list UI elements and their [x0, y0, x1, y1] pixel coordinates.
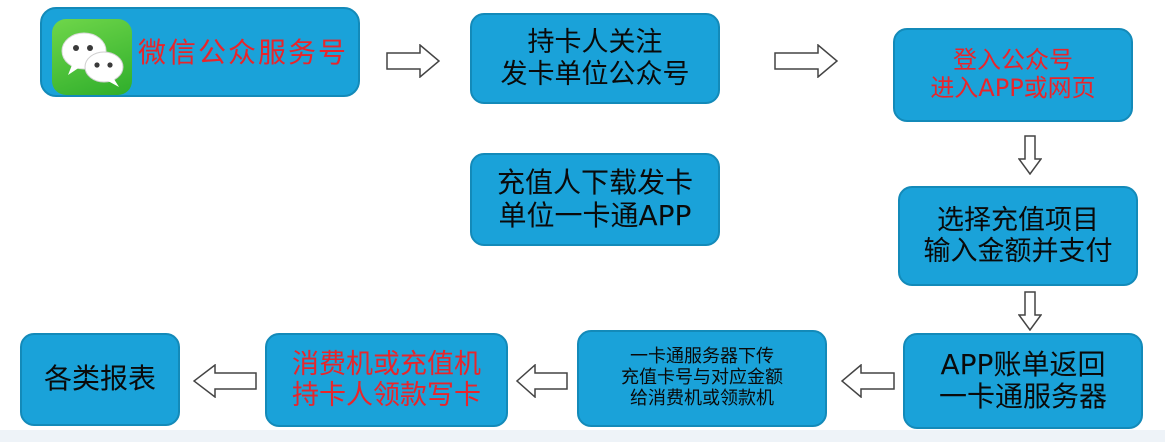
- node-wechat-service: 微信公众服务号: [40, 7, 360, 97]
- node-report-label: 各类报表: [43, 362, 156, 396]
- node-follow: 持卡人关注 发卡单位公众号: [470, 13, 720, 104]
- node-wechat-label: 微信公众服务号: [138, 36, 349, 69]
- node-enter: 登入公众号 进入APP或网页: [893, 28, 1133, 122]
- arrow-down-icon: [1018, 135, 1042, 175]
- node-return-line-2: 一卡通服务器: [938, 380, 1107, 413]
- node-return: APP账单返回 一卡通服务器: [903, 333, 1143, 429]
- node-server-line-2: 充值卡号与对应金额: [621, 367, 783, 389]
- arrow-right-icon: [386, 44, 440, 78]
- node-report: 各类报表: [20, 333, 180, 426]
- node-server: 一卡通服务器下传 充值卡号与对应金额 给消费机或领款机: [577, 330, 827, 427]
- node-follow-line-2: 发卡单位公众号: [500, 58, 690, 90]
- node-follow-line-1: 持卡人关注: [527, 27, 663, 59]
- node-select: 选择充值项目 输入金额并支付: [898, 186, 1138, 286]
- node-consume: 消费机或充值机 持卡人领款写卡: [265, 333, 508, 427]
- node-consume-line-1: 消费机或充值机: [292, 348, 481, 380]
- node-download-line-1: 充值人下载发卡: [496, 166, 693, 200]
- node-enter-line-2: 进入APP或网页: [930, 74, 1096, 102]
- arrow-down-icon: [1018, 291, 1042, 331]
- arrow-left-icon: [516, 364, 568, 398]
- node-server-line-1: 一卡通服务器下传: [630, 346, 774, 368]
- wechat-icon: [52, 19, 132, 95]
- node-enter-line-1: 登入公众号: [953, 46, 1073, 75]
- node-consume-line-2: 持卡人领款写卡: [292, 380, 481, 411]
- node-select-line-1: 选择充值项目: [937, 204, 1099, 236]
- node-download-line-2: 单位一卡通APP: [498, 198, 692, 232]
- node-return-line-1: APP账单返回: [940, 347, 1106, 381]
- arrow-left-icon: [841, 364, 895, 398]
- node-server-line-3: 给消费机或领款机: [630, 387, 774, 409]
- bottom-strip: [0, 430, 1165, 442]
- arrow-right-icon: [774, 44, 838, 78]
- node-select-line-2: 输入金额并支付: [923, 236, 1113, 267]
- arrow-left-icon: [193, 364, 257, 398]
- node-download: 充值人下载发卡 单位一卡通APP: [470, 153, 720, 246]
